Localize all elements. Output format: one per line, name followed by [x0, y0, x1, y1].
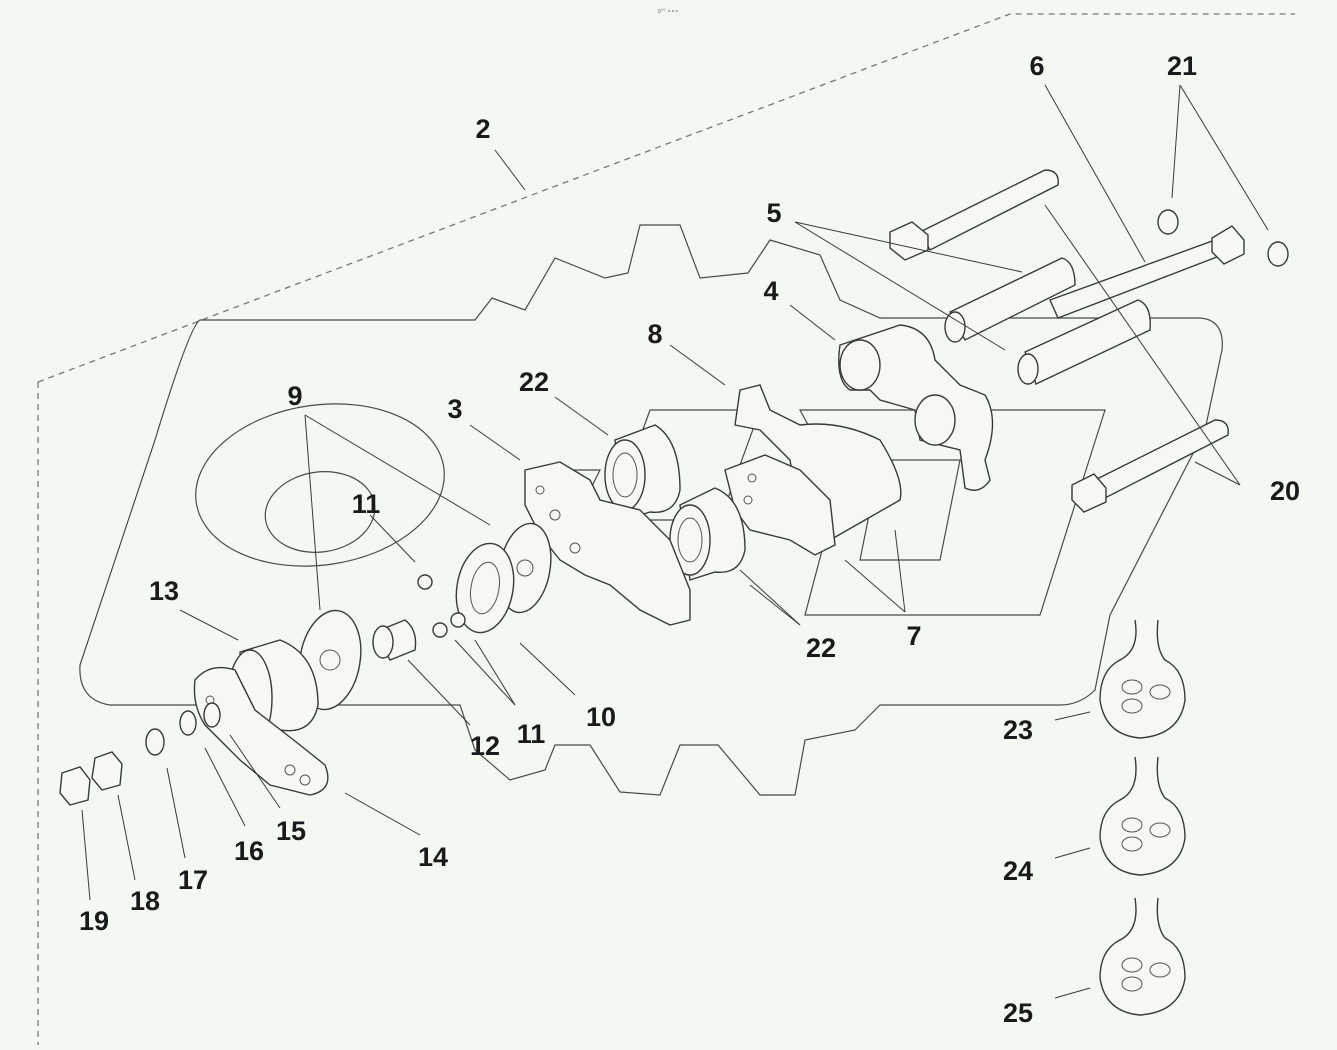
callout-14: 14 [418, 842, 448, 872]
parts-bag-25 [1099, 897, 1186, 1016]
callout-22-lower: 22 [806, 633, 836, 663]
washer-15 [203, 702, 221, 728]
plate-8 [734, 384, 902, 541]
leader-lines [81, 84, 1269, 999]
callout-13: 13 [149, 576, 179, 606]
callout-11-upper: 11 [352, 489, 381, 519]
plate-7 [724, 454, 836, 556]
callout-12: 12 [470, 731, 500, 761]
sleeve-12 [372, 619, 417, 661]
callout-19: 19 [79, 906, 109, 936]
ring-11a [417, 574, 433, 590]
callout-10: 10 [586, 702, 616, 732]
callout-25: 25 [1003, 998, 1033, 1028]
callout-11-lower: 11 [517, 719, 546, 749]
washer-16 [179, 710, 197, 736]
callout-23: 23 [1003, 715, 1033, 745]
nut-19 [59, 766, 91, 806]
spacer-tube-1 [944, 257, 1076, 343]
nut-21a [1157, 209, 1179, 235]
assembly-boundary [37, 13, 1295, 1045]
callout-18: 18 [130, 886, 160, 916]
callout-8: 8 [647, 319, 662, 349]
callout-5: 5 [766, 198, 781, 228]
arm-14 [193, 666, 329, 796]
callout-16: 16 [234, 836, 264, 866]
callout-21: 21 [1167, 51, 1197, 81]
callout-22-upper: 22 [519, 367, 549, 397]
bolt-lower [1071, 419, 1229, 513]
nut-21b [1267, 241, 1289, 267]
callout-17: 17 [178, 865, 208, 895]
callout-24: 24 [1003, 856, 1033, 886]
callout-2: 2 [475, 114, 490, 144]
spacer-tube-2 [1017, 299, 1151, 385]
callout-7: 7 [906, 621, 921, 651]
callout-6: 6 [1029, 51, 1044, 81]
callout-15: 15 [276, 816, 306, 846]
bolt-long-top [889, 169, 1059, 261]
callout-labels: 2 3 4 5 6 7 8 9 10 11 11 12 13 14 15 16 … [79, 51, 1300, 1028]
bushing-22-bottom [669, 487, 746, 581]
plate-10 [455, 542, 515, 634]
callout-20: 20 [1270, 476, 1300, 506]
bracket-4 [838, 324, 994, 491]
nut-18 [91, 751, 123, 791]
callout-3: 3 [447, 394, 462, 424]
parts-bag-24 [1099, 756, 1186, 876]
ring-11c [450, 612, 466, 628]
bolt-long-middle [1049, 225, 1245, 319]
callout-4: 4 [763, 276, 778, 306]
ring-11b [432, 622, 448, 638]
parts-bag-23 [1099, 619, 1186, 739]
washer-17 [145, 728, 165, 756]
callout-9: 9 [287, 381, 302, 411]
header-caption: о°° ∘∘∘ [657, 9, 678, 15]
